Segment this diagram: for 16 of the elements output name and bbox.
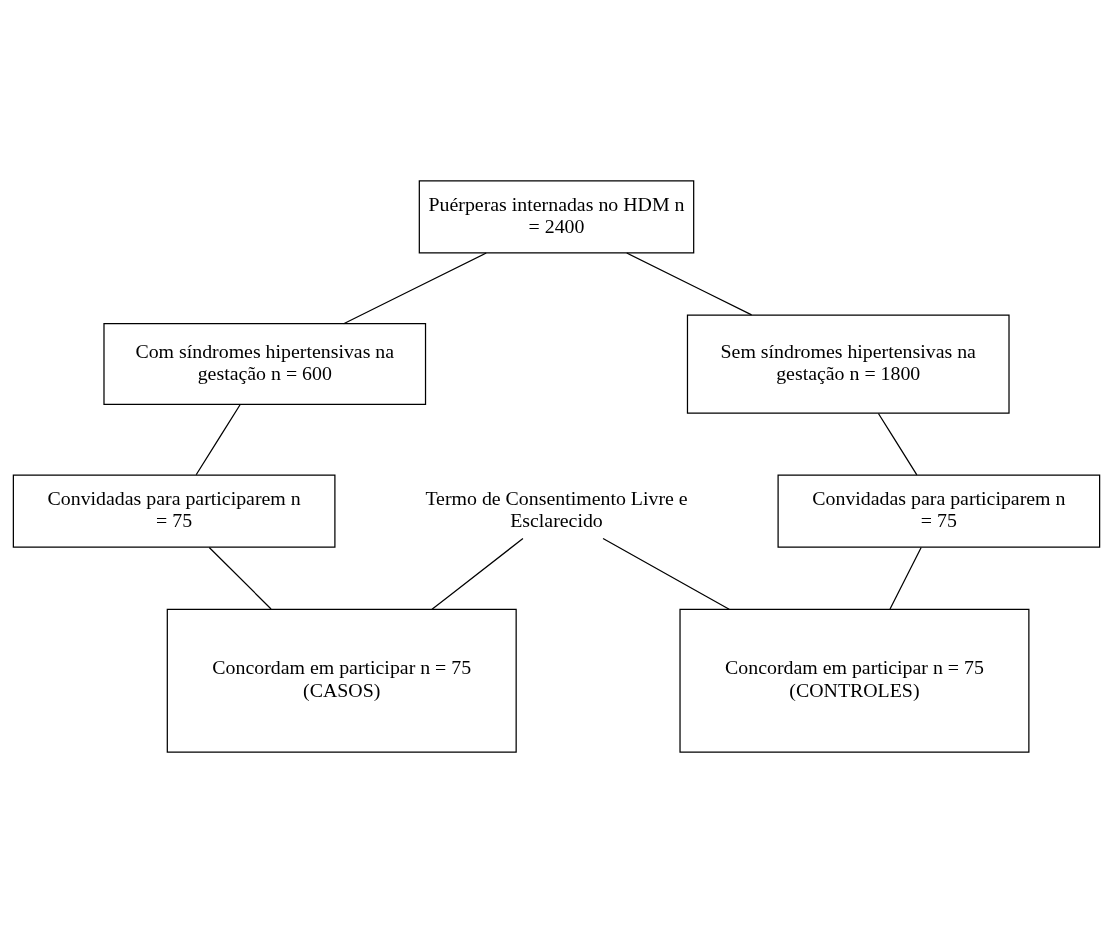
connector bbox=[877, 412, 918, 475]
node-box: Convidadas para participarem n = 75 bbox=[777, 474, 1101, 548]
connector bbox=[626, 251, 753, 316]
connector bbox=[208, 546, 272, 610]
connector bbox=[602, 537, 730, 610]
connector bbox=[343, 251, 487, 324]
node-text: Termo de Consentimento Livre e Esclarecido bbox=[425, 486, 688, 531]
connector bbox=[889, 546, 922, 610]
node-box: Convidadas para participarem n = 75 bbox=[12, 474, 336, 548]
connector bbox=[195, 403, 241, 475]
node-box: Concordam em participar n = 75 (CASOS) bbox=[166, 608, 517, 753]
node-box: Com síndromes hipertensivas na gestação n = 600 bbox=[103, 322, 427, 405]
node-box: Puérperas internadas no HDM n = 2400 bbox=[418, 179, 695, 254]
node-box: Concordam em participar n = 75 (CONTROLES) bbox=[679, 608, 1030, 753]
connector bbox=[431, 537, 524, 610]
node-box: Sem síndromes hipertensivas na gestação n = 1800 bbox=[686, 313, 1010, 414]
